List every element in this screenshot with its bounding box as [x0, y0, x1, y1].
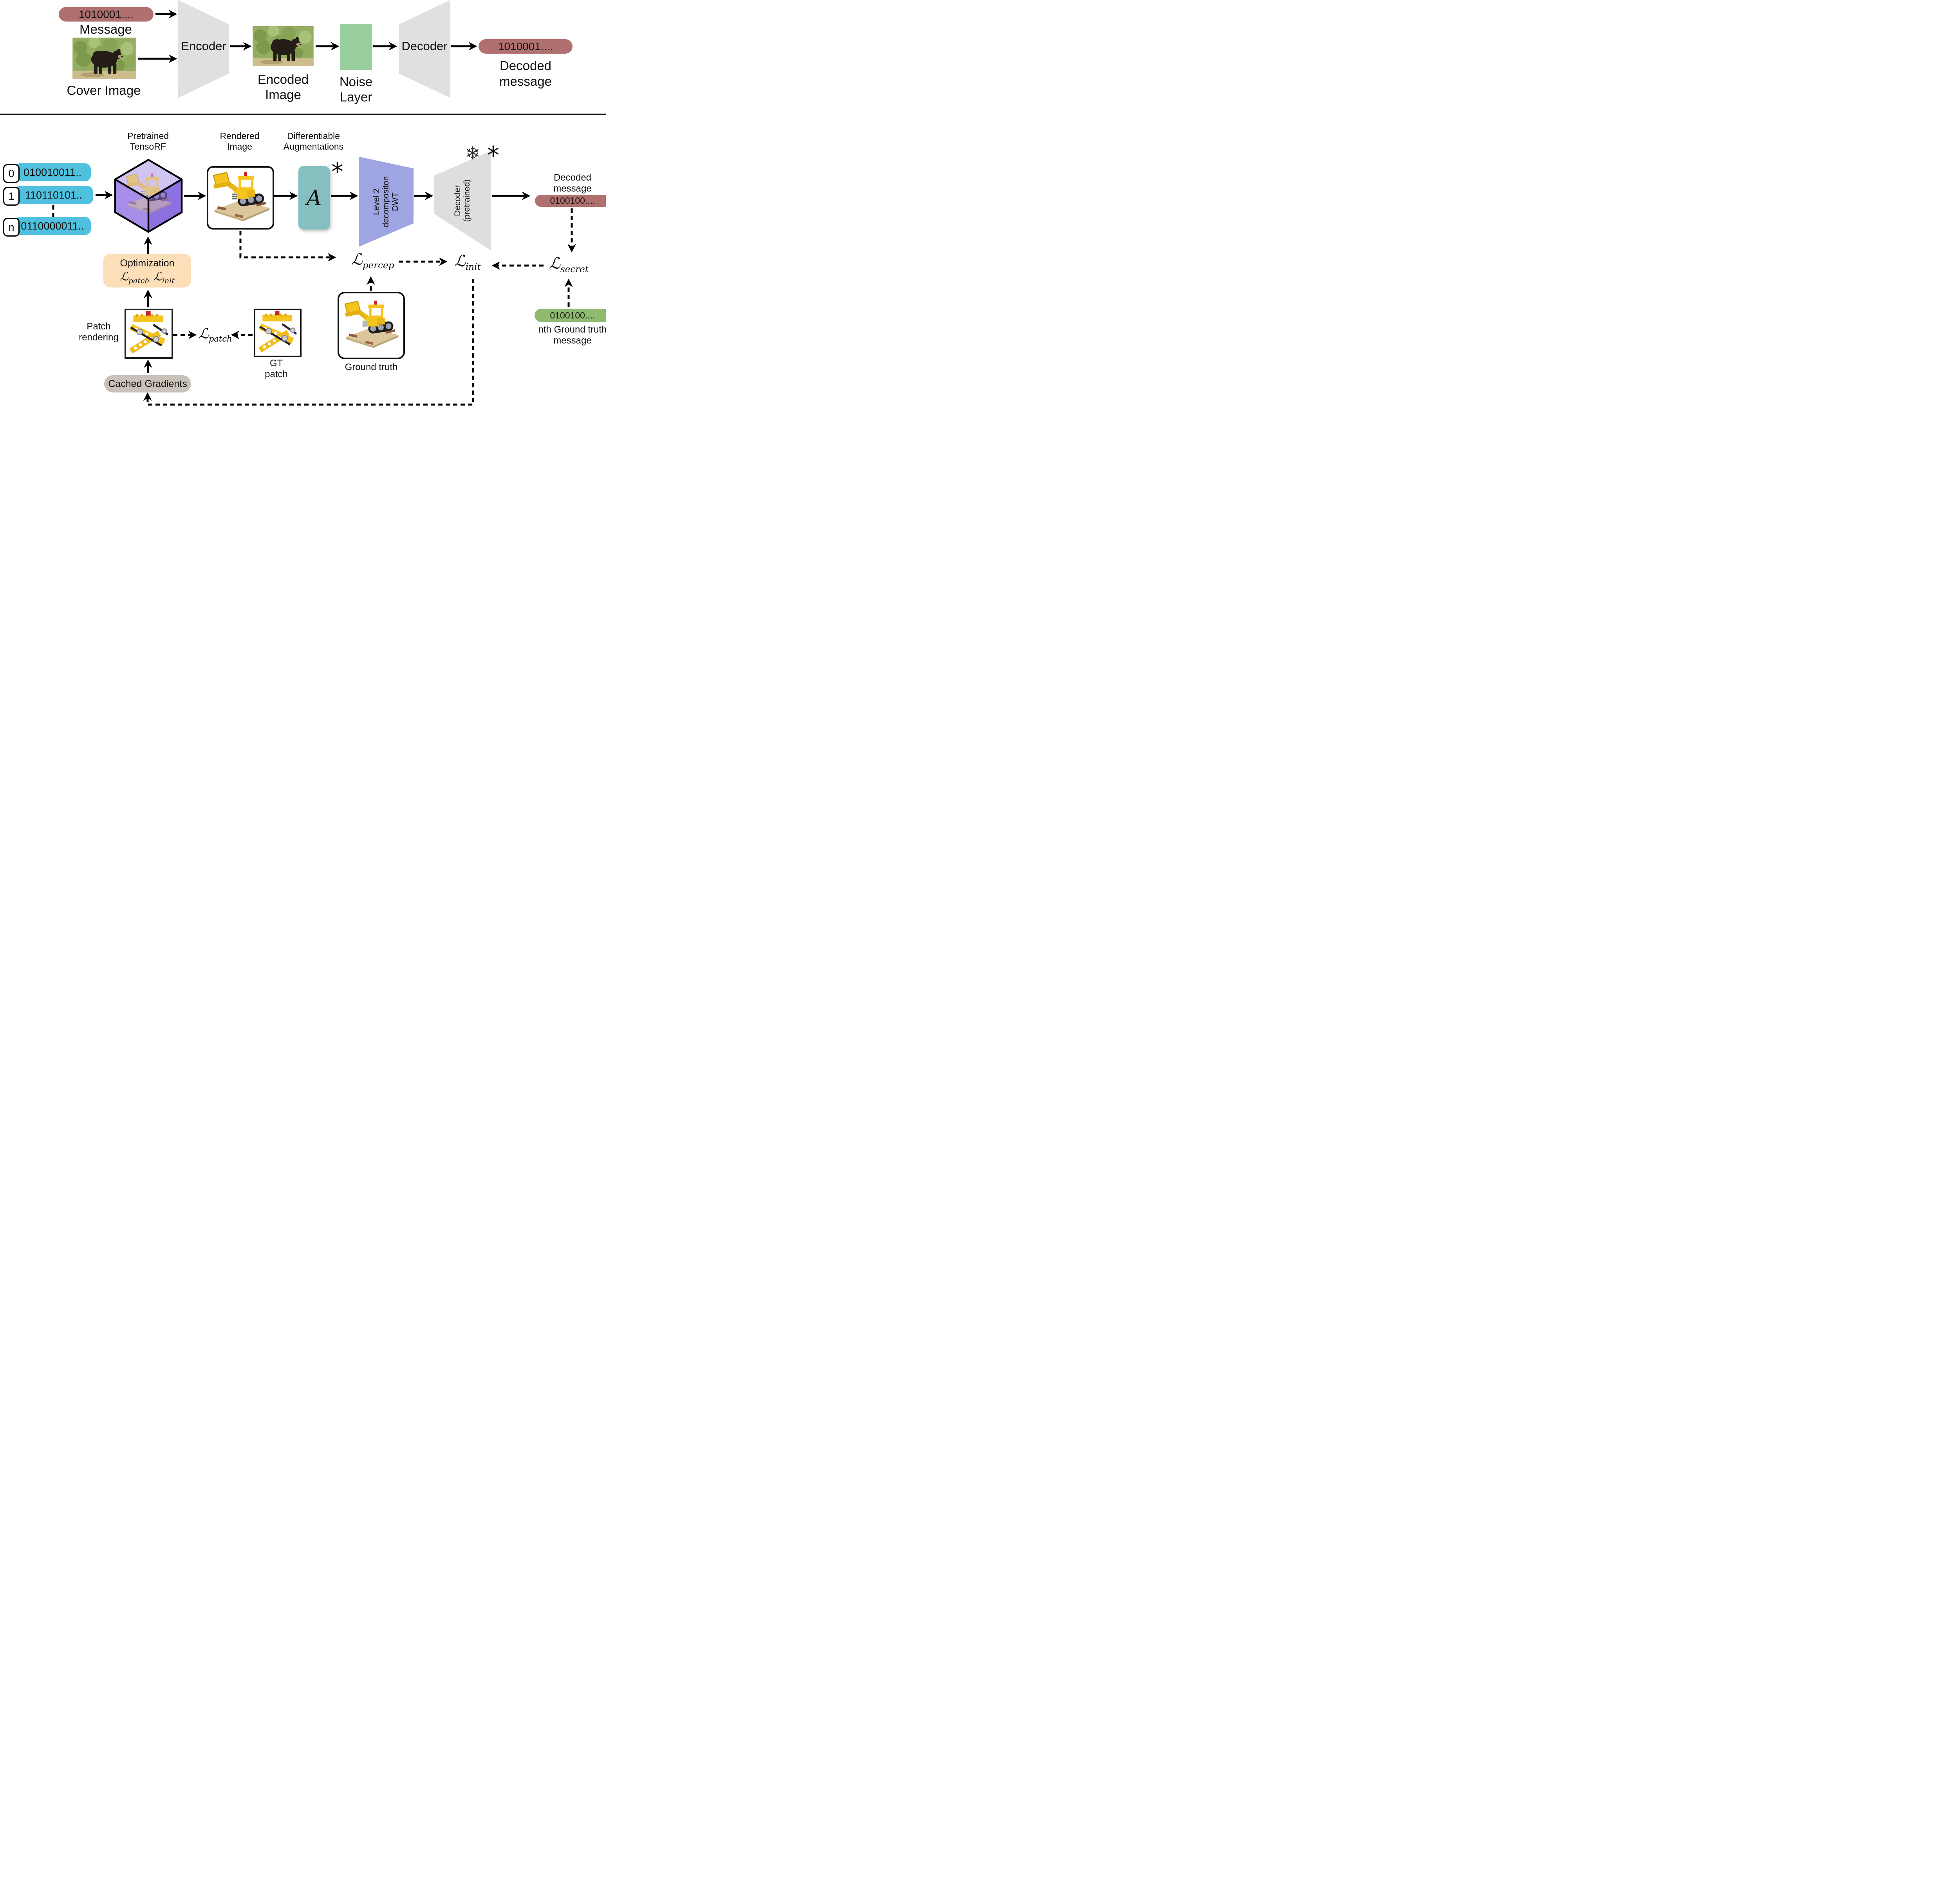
- gt-patch-label: GT patch: [265, 358, 288, 380]
- a-block-text: A: [306, 185, 322, 210]
- message-bits-1: 110110101..: [25, 189, 83, 201]
- encoded-image-label: Encoded Image: [257, 72, 309, 102]
- badge-1-text: 1: [8, 190, 14, 202]
- optimization-title: Optimization: [120, 258, 175, 269]
- cover-image-label: Cover Image: [67, 83, 141, 98]
- cached-gradients-text: Cached Gradients: [108, 378, 187, 389]
- decoder-asterisk: *: [487, 141, 499, 170]
- message-pill: 1010001....: [59, 7, 154, 22]
- ground-truth-box: [338, 292, 405, 359]
- decoder-pretrained-label: Decoder (pretrained): [453, 179, 471, 222]
- optimization-formula: ℒpatch ℒinit: [120, 270, 175, 286]
- a-asterisk: *: [331, 157, 343, 186]
- dwt-label: Level 2 decompositon DWT: [372, 176, 400, 228]
- optimization-box: Optimization ℒpatch ℒinit: [103, 254, 191, 287]
- loss-init: ℒinit: [454, 252, 481, 272]
- decoded-message-label-bottom: Decoded message: [553, 172, 592, 194]
- decoder-label: Decoder: [401, 39, 448, 53]
- figure-canvas: 1010001.... Message Cover Image Encoder …: [0, 0, 606, 410]
- encoded-image: [253, 25, 314, 66]
- decoder-pretrained-block: Decoder (pretrained): [434, 151, 491, 251]
- message-index-badge-0: 0: [3, 164, 20, 183]
- cached-gradients-pill: Cached Gradients: [104, 375, 191, 392]
- dashed-rendered-to-loss-percep: [239, 231, 336, 262]
- message-pill-1: 110110101..: [14, 186, 93, 204]
- nth-pill-text: 0100100....: [550, 310, 595, 320]
- augmentations-label: Differentiable Augmentations: [283, 131, 344, 152]
- rendered-image-box: [207, 166, 274, 230]
- tensorf-cube: [114, 159, 183, 233]
- message-bits-n: 0110000011..: [21, 220, 84, 232]
- cover-image: [72, 36, 136, 79]
- loss-patch: ℒpatch: [199, 326, 232, 344]
- badge-0-text: 0: [8, 167, 14, 179]
- nth-ground-truth-label: nth Ground truth message: [538, 324, 606, 346]
- dashed-loss-init-to-cached-gradients: [143, 279, 474, 406]
- section-divider: [0, 114, 606, 115]
- patch-rendering-label: Patch rendering: [79, 321, 119, 343]
- decoded-message-pill-bottom: 0100100....: [535, 195, 606, 207]
- badge-n-text: n: [8, 221, 14, 233]
- rendered-image-label: Rendered Image: [220, 131, 260, 152]
- snowflake-icon: ❄: [465, 143, 480, 163]
- decoded-pill-text: 1010001....: [498, 40, 553, 52]
- decoded-pill-bottom-text: 0100100....: [550, 195, 595, 206]
- decoded-message-pill: 1010001....: [479, 39, 573, 54]
- loss-secret: ℒsecret: [549, 255, 589, 275]
- message-pill-n: 0110000011..: [14, 217, 91, 235]
- message-pill-0: 010010011..: [14, 163, 91, 181]
- message-index-badge-n: n: [3, 218, 20, 237]
- decoded-message-label: Decoded message: [499, 58, 552, 89]
- patch-rendering-box: [125, 309, 173, 359]
- noise-layer-label: Noise Layer: [339, 74, 373, 104]
- message-pill-text: 1010001....: [78, 8, 134, 20]
- nth-ground-truth-pill: 0100100....: [535, 309, 606, 322]
- dwt-block: Level 2 decompositon DWT: [359, 157, 414, 247]
- encoder-label: Encoder: [181, 39, 226, 53]
- ground-truth-label: Ground truth: [345, 362, 398, 372]
- message-bits-0: 010010011..: [23, 166, 82, 178]
- message-label: Message: [79, 22, 132, 36]
- message-index-badge-1: 1: [3, 187, 20, 206]
- loss-percep: ℒpercep: [351, 251, 394, 271]
- noise-layer-block: [340, 24, 372, 70]
- gt-patch-box: [254, 309, 302, 357]
- pretrained-tensorf-label: Pretrained TensoRF: [127, 131, 169, 152]
- augmentation-a-block: A: [298, 166, 330, 230]
